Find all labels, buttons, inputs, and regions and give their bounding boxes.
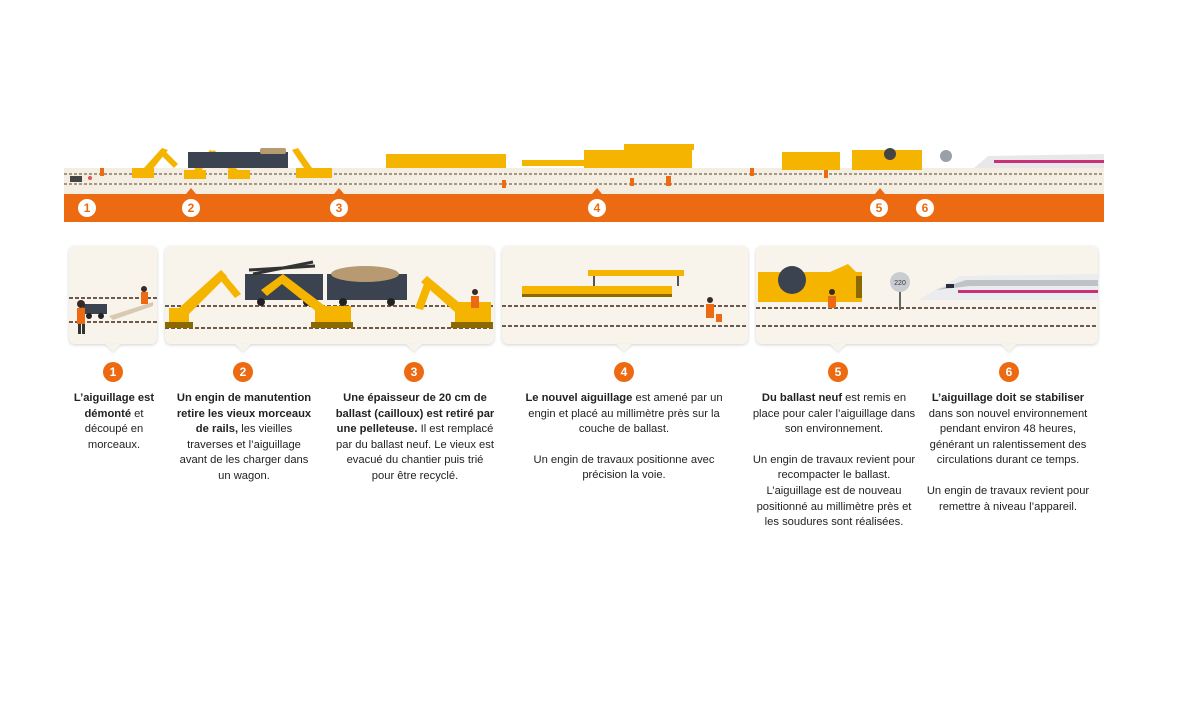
- step-text-2: Un engin de manutention retire les vieux…: [176, 392, 312, 482]
- illustration-excavators-wagons: [165, 260, 494, 329]
- step-badge-3: 3: [404, 362, 424, 382]
- strip-number-1: 1: [78, 199, 96, 217]
- strip-number-3: 3: [330, 199, 348, 217]
- panel-step-1: [69, 246, 157, 352]
- strip-number-5: 5: [870, 199, 888, 217]
- strip-number-4: 4: [588, 199, 606, 217]
- illustration-ballast-train: 220: [756, 264, 1098, 327]
- panel-step-2-3: [165, 246, 494, 352]
- illustration-new-switch: [502, 270, 748, 327]
- step-badge-5: 5: [828, 362, 848, 382]
- strip-number-2: 2: [182, 199, 200, 217]
- step-text-3: Une épaisseur de 20 cm de ballast (caill…: [335, 392, 495, 482]
- step-text-4: Le nouvel aiguillage est amené par un en…: [525, 392, 723, 482]
- step-badge-1: 1: [103, 362, 123, 382]
- panel-step-5-6: 220: [756, 246, 1098, 352]
- strip-marker-tick: [592, 188, 602, 194]
- process-strip: 1 2 3 4 5 6: [64, 138, 1104, 222]
- strip-marker-tick: [875, 188, 885, 194]
- speed-sign-label: 220: [894, 280, 906, 287]
- strip-marker-tick: [334, 188, 344, 194]
- strip-number-6: 6: [916, 199, 934, 217]
- panel-pointer: [616, 344, 632, 352]
- panel-pointer: [830, 344, 846, 352]
- orange-timeline-band: [64, 194, 1104, 222]
- panel-pointer: [235, 344, 251, 352]
- step-text-5: Du ballast neuf est remis en place pour …: [752, 392, 916, 529]
- step-text-1: L’aiguillage est démonté et découpé en m…: [73, 392, 155, 451]
- step-badge-6: 6: [999, 362, 1019, 382]
- step-badge-4: 4: [614, 362, 634, 382]
- step-badge-2: 2: [233, 362, 253, 382]
- panel-step-4: [502, 246, 748, 352]
- illustration-dismantle: [69, 286, 157, 334]
- strip-marker-tick: [186, 188, 196, 194]
- panel-pointer: [406, 344, 422, 352]
- panel-pointer: [1001, 344, 1017, 352]
- strip-scene: [64, 144, 1104, 194]
- step-text-6: L’aiguillage doit se stabiliser dans son…: [926, 392, 1090, 513]
- panel-pointer: [105, 344, 121, 352]
